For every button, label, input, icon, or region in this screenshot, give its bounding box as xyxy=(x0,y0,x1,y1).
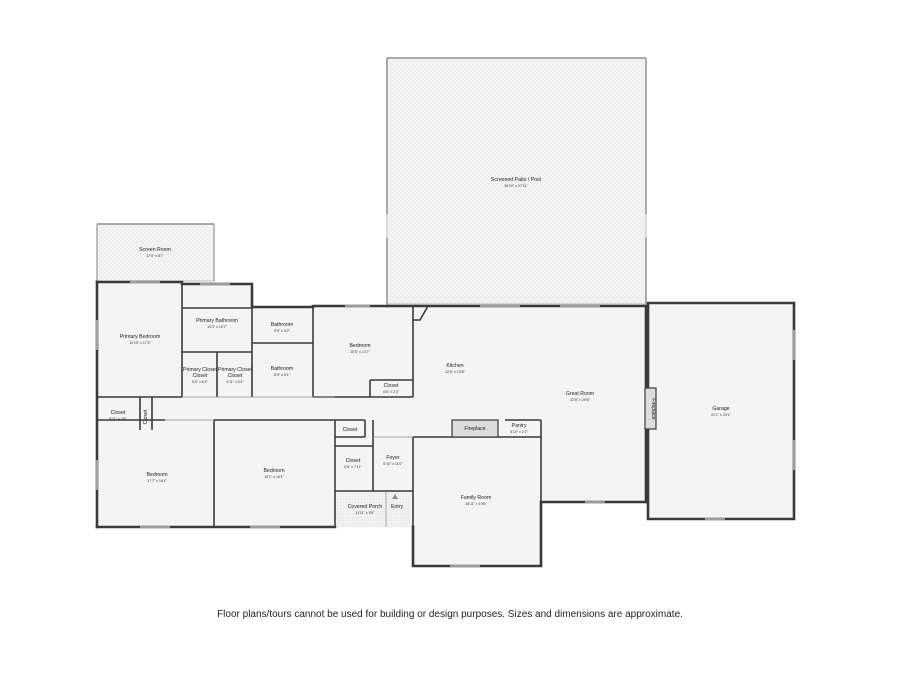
screened-patio-dims: 36'10" x 27'11" xyxy=(504,184,528,188)
closet-top-dims: 6'5" x 2'3" xyxy=(383,390,399,394)
primary-closet-1-label: Primary Closet xyxy=(183,367,218,373)
closet-hall-label: Closet xyxy=(343,427,358,433)
primary-bedroom-dims: 12'10" x 17'4" xyxy=(129,341,151,345)
screen-room-dims: 17'5" x 8'7" xyxy=(146,254,164,258)
primary-bedroom-label: Primary Bedroom xyxy=(120,334,160,340)
bathroom-2-label: Bathroom xyxy=(271,366,294,372)
bathroom-2-dims: 8'9" x 9'1" xyxy=(274,373,290,377)
bedroom-mid-label: Bedroom xyxy=(263,468,284,474)
house-footprint xyxy=(97,282,794,566)
primary-bathroom-label: Primary Bathroom xyxy=(196,318,238,324)
closet-left-dims: 5'11" x 3'8" xyxy=(109,417,127,421)
disclaimer-text: Floor plans/tours cannot be used for bui… xyxy=(217,609,683,620)
primary-closet-2-label: Primary Closet xyxy=(218,367,253,373)
closet-foyer-label: Closet xyxy=(346,458,361,464)
primary-closet-2-dims: 4'11" x 6'4" xyxy=(226,380,244,384)
covered-porch-dims: 11'11" x 5'5" xyxy=(355,511,375,515)
bathroom-1-dims: 9'9" x 5'2" xyxy=(274,329,290,333)
great-room-label: Great Room xyxy=(566,391,594,397)
great-room-dims: 22'8" x 29'8" xyxy=(570,398,590,402)
bedroom-mid-dims: 16'1" x 16'1" xyxy=(264,475,284,479)
garage-label: Garage xyxy=(712,406,729,412)
closet-left-label: Closet xyxy=(111,410,126,416)
family-room-dims: 18'11" x 19'6" xyxy=(465,502,487,506)
closet-top-label: Closet xyxy=(384,383,399,389)
pantry-label: Pantry xyxy=(512,423,527,429)
primary-closet-1-label-2: Closet xyxy=(193,373,208,379)
pantry-dims: 5'10" x 2'2" xyxy=(510,430,528,434)
interior-walls xyxy=(97,282,657,527)
covered-porch-label: Covered Porch xyxy=(348,504,383,510)
foyer-dims: 5'10" x 11'0" xyxy=(383,462,403,466)
bedroom-top-dims: 15'5" x 13'7" xyxy=(350,350,370,354)
primary-bathroom-dims: 10'3" x 10'7" xyxy=(207,325,227,329)
closet-foyer-dims: 5'8" x 7'11" xyxy=(344,465,362,469)
kitchen-label: Kitchen xyxy=(446,363,463,369)
bedroom-top-label: Bedroom xyxy=(349,343,370,349)
bedroom-left-dims: 17'7" x 16'1" xyxy=(147,479,167,483)
screen-room-label: Screen Room xyxy=(139,247,171,253)
bathroom-1-label: Bathroom xyxy=(271,322,294,328)
foyer-label: Foyer xyxy=(386,455,400,461)
primary-closet-1-dims: 5'5" x 6'4" xyxy=(192,380,208,384)
entry-label: Entry xyxy=(391,504,404,510)
kitchen-dims: 12'8" x 19'8" xyxy=(445,370,465,374)
closet-small-label: Closet xyxy=(143,409,149,424)
bedroom-left-label: Bedroom xyxy=(146,472,167,478)
door-details xyxy=(165,396,413,527)
garage-dims: 22'1" x 33'1" xyxy=(711,413,731,417)
screened-patio-label: Screened Patio / Pool xyxy=(491,177,541,183)
fireplace-side-label: Fireplace xyxy=(650,398,656,419)
family-room-label: Family Room xyxy=(461,495,492,501)
room-labels: Screened Patio / Pool 36'10" x 27'11" Sc… xyxy=(109,177,731,515)
primary-closet-2-label-2: Closet xyxy=(228,373,243,379)
screened-patio-area xyxy=(386,57,647,305)
fireplace-label: Fireplace xyxy=(464,426,485,432)
